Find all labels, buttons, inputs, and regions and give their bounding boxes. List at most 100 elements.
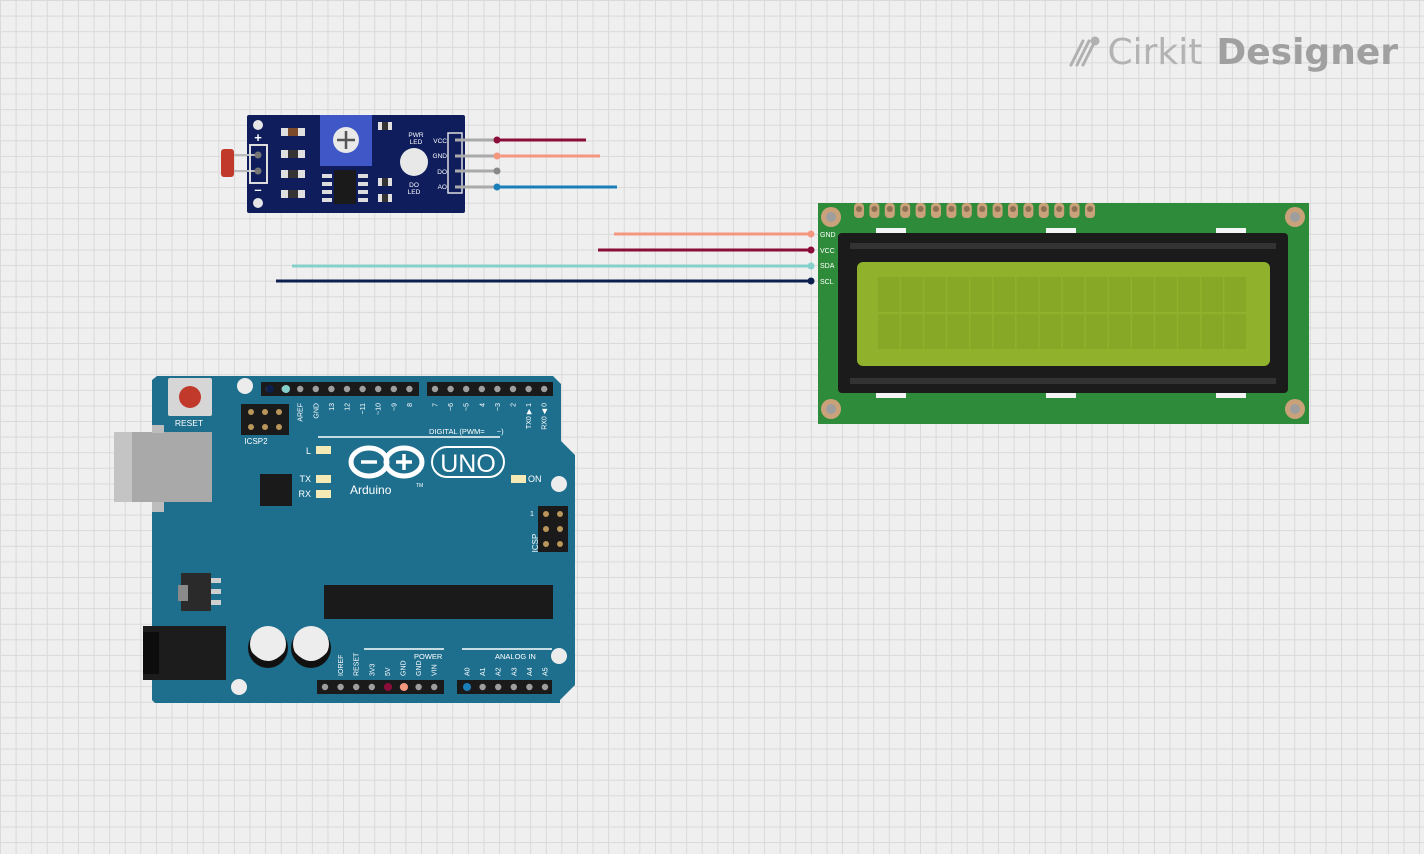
header-pin-hole[interactable] [343,385,351,393]
lcd-top-pin-hole [871,206,878,212]
lcd-char-cell [1039,277,1062,312]
lcd-pin-gnd[interactable]: GND [820,232,836,239]
lcd-pin-vcc[interactable]: VCC [820,248,835,255]
power-analog-pin-holes[interactable] [321,683,549,691]
lcd-top-pin-hole [1071,206,1078,212]
sensor-pin-label-ao: AO [438,184,447,191]
lcd-top-pin-hole [979,206,986,212]
header-pin-hole[interactable] [328,385,335,393]
lcd-pin-label-scl: SCL [820,279,834,286]
lcd-char-cell [1062,314,1085,349]
cirkit-logo-icon [1069,36,1100,67]
lcd-char-cell [1201,277,1223,312]
lcd-pin-scl[interactable]: SCL [820,279,834,286]
analog-pin-label: A0 [465,667,472,676]
lcd-char-cell [1039,314,1062,349]
header-pin-hole[interactable] [525,385,532,393]
lcd-char-cell [1085,314,1108,349]
tx-led [316,475,331,483]
header-pin-hole[interactable] [526,683,533,691]
header-pin-hole[interactable] [463,385,470,393]
header-pin-hole[interactable] [359,385,366,393]
tx-led-label: TX [299,474,311,484]
header-pin-hole[interactable] [494,385,501,393]
lcd-char-cell [924,277,946,312]
wire-endpoints [266,136,815,691]
header-pin-hole[interactable] [390,385,397,393]
digital-pin-label: ~11 [360,403,367,414]
rx-led [316,490,331,498]
light-sensor-module[interactable]: + – PWR LED DO LED VCC GND [221,115,497,213]
icsp-label: ICSP [531,534,540,553]
lcd-char-cell [901,314,923,349]
header-pin-hole[interactable] [321,683,329,691]
header-pin-hole[interactable] [353,683,360,691]
header-pin-hole[interactable] [478,385,485,393]
sensor-pin-ao[interactable]: AO [438,184,497,191]
capacitor-2 [291,626,331,668]
header-pin-hole[interactable] [479,683,486,691]
digital-pin-label: ~3 [495,403,502,411]
digital-pin-label: ~10 [376,403,383,415]
brand-name-cirkit: Cirkit [1107,31,1203,73]
lcd-char-cell [1224,314,1247,349]
lcd-char-cell [924,314,946,349]
header-pin-hole[interactable] [541,683,549,691]
icsp-pin1-label: 1 [530,511,534,518]
sensor-pin-vcc[interactable]: VCC [433,138,497,145]
lcd-pin-sda[interactable]: SDA [820,263,835,270]
lcd-char-cell [1062,277,1085,312]
reset-button[interactable] [168,378,212,416]
power-pin-label: GND [416,660,423,676]
header-pin-hole[interactable] [368,683,375,691]
power-pin-label: 5V [385,667,392,676]
lcd-top-pin-hole [1010,206,1016,212]
lcd-pin-label-sda: SDA [820,263,835,270]
capacitor-1 [248,626,288,668]
header-pin-hole[interactable] [415,683,422,691]
sensor-pin-do[interactable]: DO [437,169,497,176]
atmega-chip [324,585,553,619]
comparator-chip [334,170,356,204]
brand-name-designer: Designer [1216,31,1398,73]
lcd-i2c-display[interactable]: GND VCC SDA SCL [818,203,1309,424]
lcd-top-pin-hole [1056,206,1063,212]
lcd-char-cell [901,277,923,312]
header-pin-hole[interactable] [337,683,344,691]
digital-pin-label: 7 [433,403,440,407]
sensor-plus-label: + [254,130,262,145]
header-pin-hole[interactable] [297,385,304,393]
lcd-char-cell [1224,277,1247,312]
digital-pin-label: 12 [345,403,352,411]
header-pin-hole[interactable] [431,385,439,393]
cirkit-designer-logo: Cirkit Designer [1067,30,1398,74]
lcd-pin-label-gnd: GND [820,232,836,239]
power-led [400,148,428,176]
header-pin-hole[interactable] [406,385,413,393]
power-pin-label: RESET [354,652,361,676]
sensor-pin-gnd[interactable]: GND [433,153,497,160]
power-pin-label: VIN [432,664,439,676]
header-pin-hole[interactable] [509,385,517,393]
uno-text: UNO [440,450,496,478]
header-pin-hole[interactable] [431,683,438,691]
sensor-pin-label-do: DO [437,169,447,176]
analog-pin-label: A1 [480,667,487,676]
analog-pin-label: A2 [496,667,503,676]
digital-header-right [427,382,553,396]
sensor-pin-label-vcc: VCC [433,138,447,145]
arduino-uno-board[interactable]: RESET ICSP2 L TX RX ON UN [114,376,575,703]
header-pin-hole[interactable] [541,385,548,393]
power-pin-label: GND [401,660,408,676]
header-pin-hole[interactable] [495,683,502,691]
header-pin-hole[interactable] [375,385,382,393]
lcd-top-pin-hole [1040,206,1047,212]
digital-pin-label: 13 [329,403,336,411]
header-pin-hole[interactable] [447,385,454,393]
header-pin-hole[interactable] [510,683,517,691]
lcd-top-pin-hole [948,206,955,212]
do-led-label-2: LED [408,189,421,196]
header-pin-hole[interactable] [312,385,319,393]
